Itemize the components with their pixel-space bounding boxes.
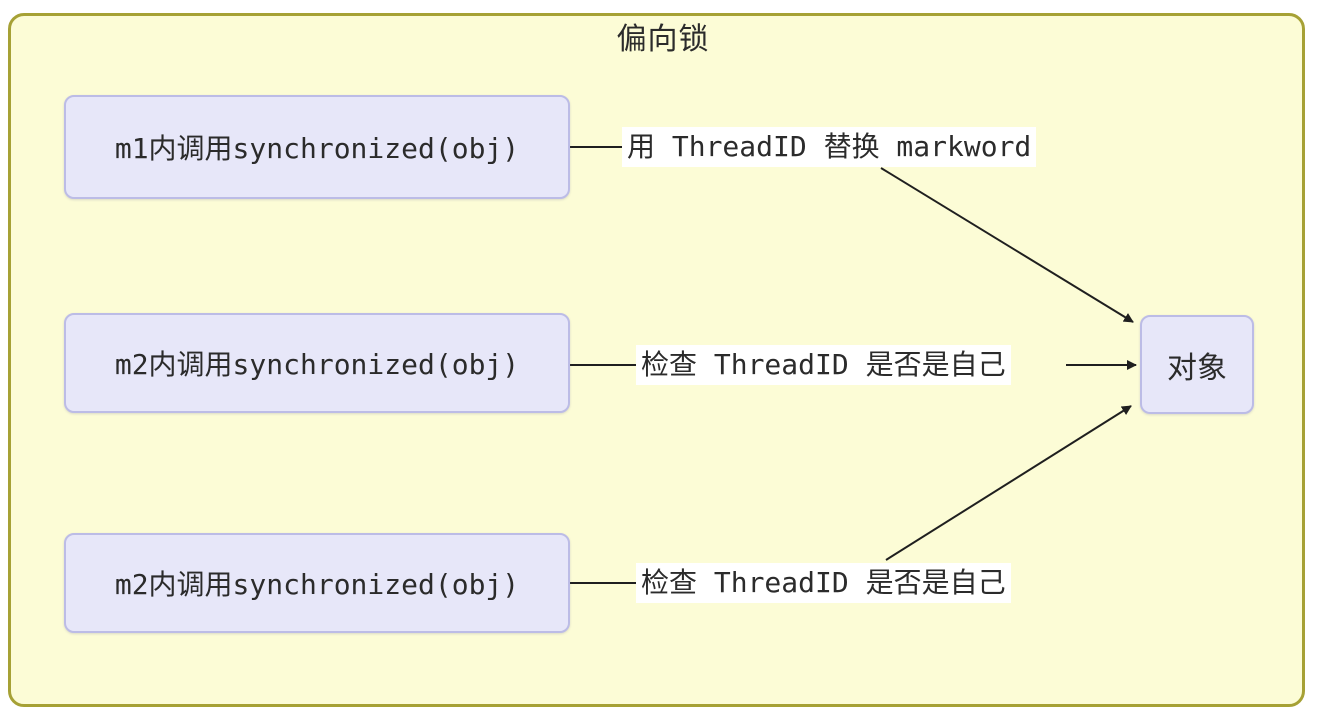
- diagram-title: 偏向锁: [616, 22, 710, 57]
- edge-label-check-threadid-2: 检查 ThreadID 是否是自己: [636, 563, 1011, 603]
- node-m1-synchronized: m1内调用synchronized(obj): [64, 95, 570, 199]
- node-object: 对象: [1140, 315, 1254, 414]
- edge-label-check-threadid-1: 检查 ThreadID 是否是自己: [636, 345, 1011, 385]
- node-m2-synchronized-1: m2内调用synchronized(obj): [64, 313, 570, 413]
- edge-label-replace-markword: 用 ThreadID 替换 markword: [622, 127, 1037, 167]
- node-m2-synchronized-2: m2内调用synchronized(obj): [64, 533, 570, 633]
